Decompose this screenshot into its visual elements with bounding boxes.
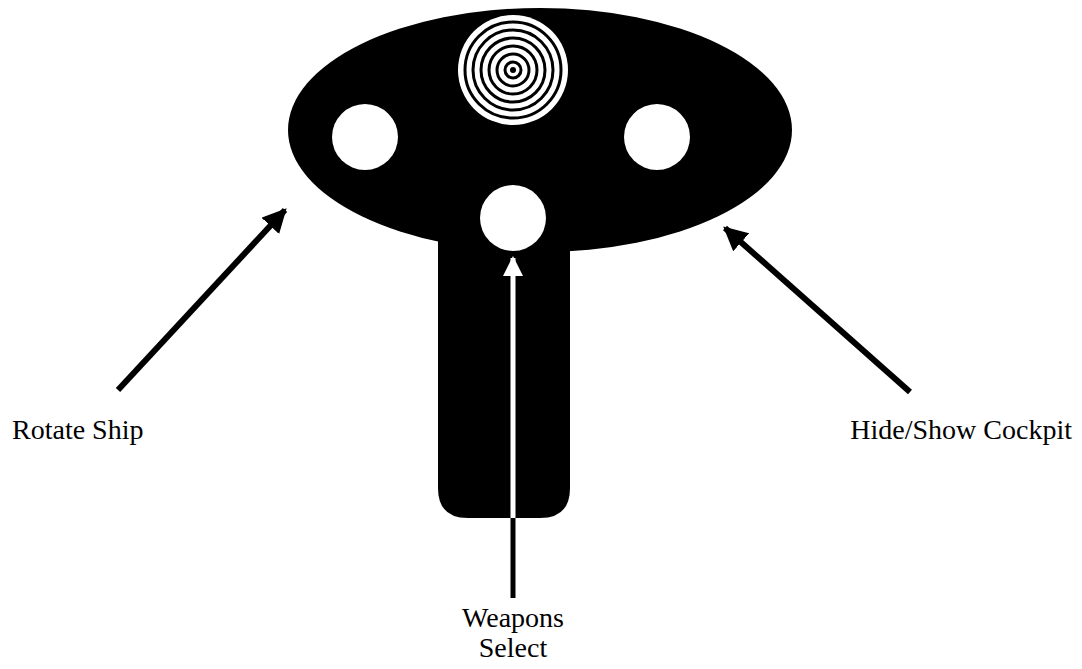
leader-arrow — [118, 210, 285, 390]
leader-arrow — [511, 258, 516, 518]
hat-ring — [473, 30, 553, 110]
weapons-button — [480, 185, 546, 251]
hat-ring — [510, 67, 516, 73]
hat-ring — [489, 46, 537, 94]
leader-arrow — [725, 228, 910, 392]
callout-label: Hide/Show Cockpit — [742, 415, 1072, 445]
callout-label: Rotate Ship — [12, 415, 272, 445]
controller-body — [288, 8, 792, 518]
callout-label: Weapons Select — [448, 603, 578, 663]
rotate-button — [332, 104, 398, 170]
leader-line — [511, 516, 516, 598]
hat-ring — [505, 62, 521, 78]
hat-ring — [465, 22, 561, 118]
hat-ring — [481, 38, 545, 102]
cockpit-button — [624, 104, 690, 170]
hat-ring — [497, 54, 529, 86]
hat-switch — [458, 15, 568, 125]
